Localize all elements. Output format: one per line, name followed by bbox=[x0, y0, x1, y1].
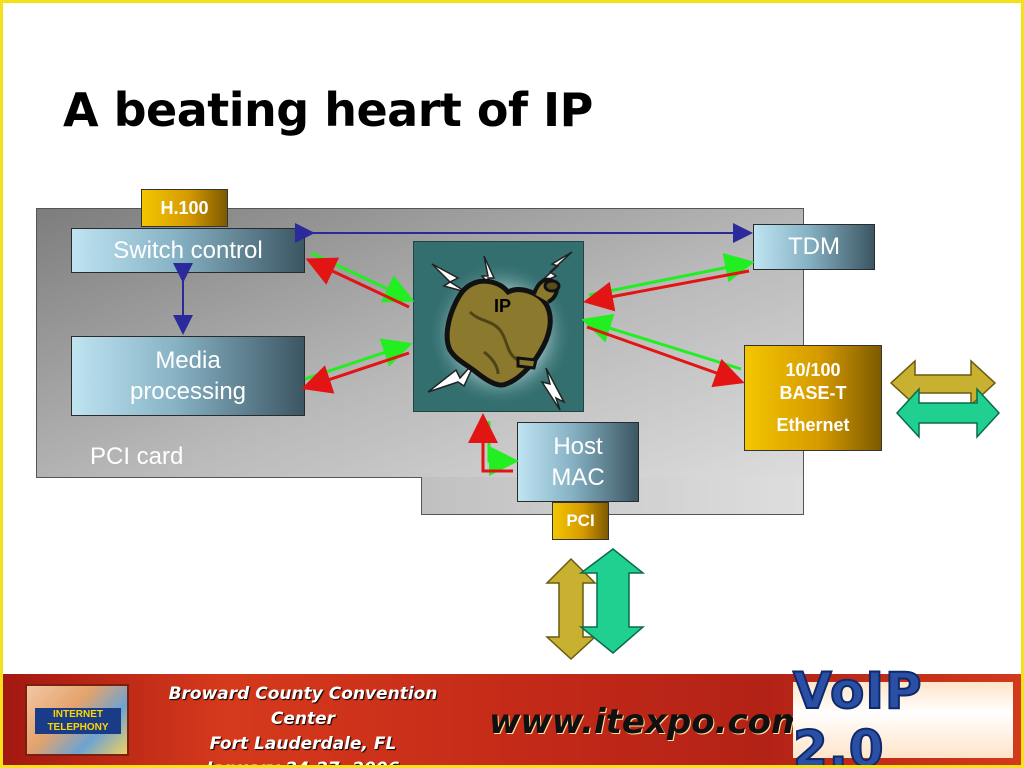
ethernet-label-base: BASE-T bbox=[779, 382, 847, 403]
ethernet-label-name: Ethernet bbox=[776, 415, 850, 436]
host-to-ip-red-arrow bbox=[468, 413, 513, 473]
pci-card-label: PCI card bbox=[90, 443, 184, 470]
media-processing-block: Media processing bbox=[71, 336, 305, 416]
switch-control-block: Switch control bbox=[71, 228, 305, 273]
switch-control-label: Switch control bbox=[113, 236, 263, 264]
media-processing-label: Media processing bbox=[129, 346, 247, 405]
voip-brand-text: VoIP 2.0 bbox=[792, 661, 923, 768]
ethernet-port: 10/100 BASE-T Ethernet bbox=[744, 345, 882, 451]
connection-arrows bbox=[173, 223, 1001, 661]
ethernet-to-ip-green-arrow bbox=[581, 313, 742, 371]
voip-brand: VoIP 2.0 bbox=[792, 661, 1013, 765]
host-mac-block: Host MAC bbox=[517, 422, 639, 502]
event-banner: INTERNET TELEPHONY Broward County Conven… bbox=[3, 661, 1021, 765]
switch-to-ip-green-arrow bbox=[310, 251, 415, 303]
venue-name: Broward County Convention Center bbox=[168, 684, 438, 729]
heart-ip-label: IP bbox=[494, 296, 511, 316]
venue-city: Fort Lauderdale, FL bbox=[209, 734, 397, 754]
itexpo-logo: INTERNET TELEPHONY bbox=[25, 684, 129, 756]
event-dates: January 24-27, 2006 bbox=[143, 757, 463, 765]
pci-connector: PCI bbox=[552, 502, 609, 540]
slide-title: A beating heart of IP bbox=[63, 83, 593, 137]
h100-connector: H.100 bbox=[141, 189, 228, 227]
ethernet-external-arrow bbox=[895, 387, 1001, 439]
ip-to-ethernet-red-arrow bbox=[586, 325, 745, 388]
h100-label: H.100 bbox=[160, 197, 209, 218]
pci-label: PCI bbox=[566, 511, 595, 530]
tdm-block: TDM bbox=[753, 224, 875, 270]
switch-to-ip-red-arrow bbox=[305, 257, 410, 309]
tdm-label: TDM bbox=[788, 233, 840, 261]
media-to-ip-red-arrow bbox=[301, 351, 410, 394]
pci-external-arrow-shadow bbox=[545, 557, 597, 661]
itexpo-logo-text: INTERNET TELEPHONY bbox=[35, 708, 121, 734]
ip-to-host-green-arrow bbox=[487, 421, 519, 476]
host-mac-label: Host MAC bbox=[551, 432, 605, 491]
ethernet-label-speed: 10/100 bbox=[785, 360, 841, 381]
media-to-ip-green-arrow bbox=[304, 338, 413, 381]
event-url: www.itexpo.com bbox=[489, 702, 807, 742]
tdm-to-ip-red-arrow bbox=[583, 269, 750, 312]
pci-external-arrow bbox=[578, 548, 646, 654]
beating-heart-icon: IP bbox=[427, 251, 573, 411]
event-venue: Broward County Convention Center Fort La… bbox=[143, 682, 463, 765]
ip-to-tdm-green-arrow bbox=[588, 252, 755, 297]
